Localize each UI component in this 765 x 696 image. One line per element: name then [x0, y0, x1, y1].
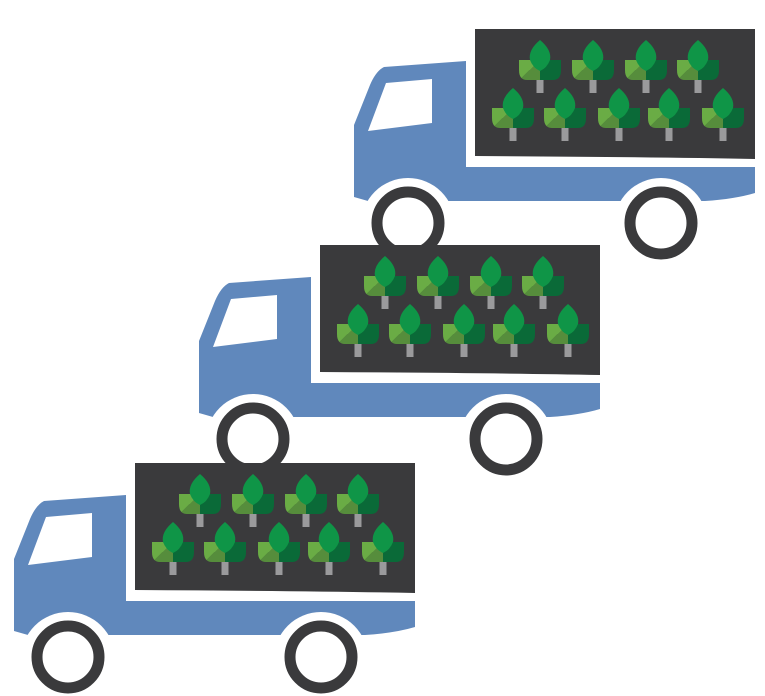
plant-top-leaf	[503, 304, 525, 335]
plant-icon	[470, 256, 512, 309]
plant-top-leaf	[582, 40, 604, 71]
plant-top-leaf	[268, 522, 290, 553]
plant-icon	[625, 40, 667, 93]
truck	[14, 463, 415, 696]
truck-window	[28, 513, 92, 565]
plant-top-leaf	[214, 522, 236, 553]
plant-icon	[337, 304, 379, 357]
plant-stem	[381, 296, 389, 309]
plant-stem	[487, 296, 495, 309]
plant-top-leaf	[318, 522, 340, 553]
plant-icon	[389, 304, 431, 357]
wheel-icon	[371, 186, 445, 260]
plant-stem	[354, 344, 362, 357]
plant-stem	[642, 80, 650, 93]
plant-icon	[232, 474, 274, 527]
plant-top-leaf	[712, 88, 734, 119]
plant-icon	[492, 88, 534, 141]
plant-top-leaf	[427, 256, 449, 287]
truck-cab	[199, 277, 600, 417]
plant-top-leaf	[557, 304, 579, 335]
plant-stem	[460, 344, 468, 357]
plant-top-leaf	[480, 256, 502, 287]
plant-top-leaf	[242, 474, 264, 505]
plant-top-leaf	[189, 474, 211, 505]
truck-window	[213, 295, 277, 347]
plant-stem	[564, 344, 572, 357]
plant-stem	[221, 562, 229, 575]
plant-icon	[417, 256, 459, 309]
plant-top-leaf	[295, 474, 317, 505]
plant-stem	[539, 296, 547, 309]
plant-icon	[443, 304, 485, 357]
plant-stem	[510, 344, 518, 357]
plant-icon	[648, 88, 690, 141]
plant-icon	[572, 40, 614, 93]
plant-stem	[509, 128, 517, 141]
plant-top-leaf	[529, 40, 551, 71]
plant-stem	[325, 562, 333, 575]
plant-stem	[302, 514, 310, 527]
plant-stem	[354, 514, 362, 527]
wheel-icon	[216, 402, 290, 476]
truck	[199, 245, 600, 488]
plant-icon	[519, 40, 561, 93]
plant-top-leaf	[374, 256, 396, 287]
truck-window	[368, 79, 432, 131]
plant-top-leaf	[162, 522, 184, 553]
plant-icon	[204, 522, 246, 575]
plant-icon	[702, 88, 744, 141]
plant-icon	[337, 474, 379, 527]
plant-stem	[665, 128, 673, 141]
plant-stem	[406, 344, 414, 357]
plant-icon	[364, 256, 406, 309]
plant-icon	[677, 40, 719, 93]
wheel-icon	[469, 402, 543, 476]
plant-top-leaf	[372, 522, 394, 553]
plant-top-leaf	[502, 88, 524, 119]
plant-stem	[536, 80, 544, 93]
plant-icon	[522, 256, 564, 309]
plant-top-leaf	[554, 88, 576, 119]
plant-stem	[561, 128, 569, 141]
truck-cab	[354, 61, 755, 201]
plant-stem	[196, 514, 204, 527]
plant-top-leaf	[658, 88, 680, 119]
plant-stem	[589, 80, 597, 93]
plant-icon	[308, 522, 350, 575]
plant-stem	[249, 514, 257, 527]
plant-stem	[615, 128, 623, 141]
truck	[354, 29, 755, 272]
plant-icon	[152, 522, 194, 575]
plant-top-leaf	[687, 40, 709, 71]
plant-icon	[258, 522, 300, 575]
plant-icon	[544, 88, 586, 141]
plant-stem	[719, 128, 727, 141]
plant-stem	[379, 562, 387, 575]
plant-stem	[275, 562, 283, 575]
plant-stem	[169, 562, 177, 575]
plant-top-leaf	[347, 304, 369, 335]
wheel-icon	[624, 186, 698, 260]
plant-top-leaf	[635, 40, 657, 71]
plant-stem	[434, 296, 442, 309]
plant-icon	[598, 88, 640, 141]
plant-top-leaf	[347, 474, 369, 505]
plant-top-leaf	[532, 256, 554, 287]
wheel-icon	[284, 620, 358, 694]
plant-top-leaf	[399, 304, 421, 335]
truck-cab	[14, 495, 415, 635]
plant-stem	[694, 80, 702, 93]
plant-icon	[547, 304, 589, 357]
plant-icon	[179, 474, 221, 527]
plant-top-leaf	[453, 304, 475, 335]
plant-icon	[285, 474, 327, 527]
wheel-icon	[31, 620, 105, 694]
plant-icon	[493, 304, 535, 357]
plant-top-leaf	[608, 88, 630, 119]
plant-icon	[362, 522, 404, 575]
